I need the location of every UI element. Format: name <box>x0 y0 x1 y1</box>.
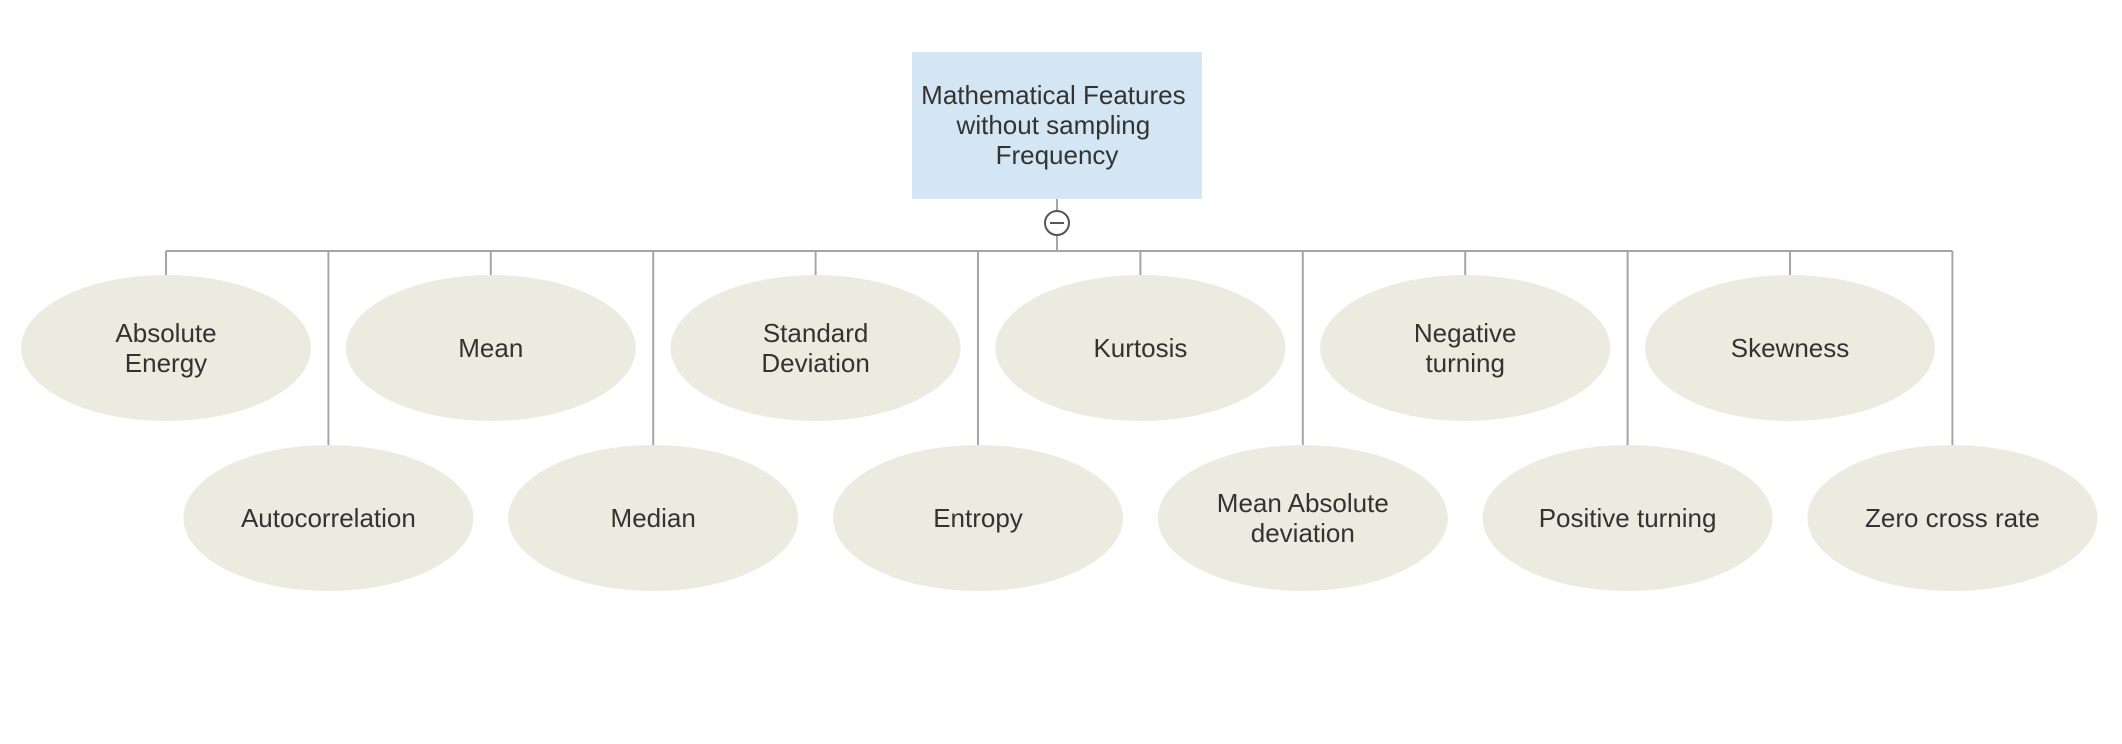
feature-node-label-line: Standard <box>763 318 869 348</box>
feature-node[interactable]: Kurtosis <box>995 275 1286 421</box>
feature-node-label-line: Skewness <box>1731 333 1850 363</box>
feature-node-label-line: Zero cross rate <box>1865 503 2040 533</box>
feature-node-label-line: Autocorrelation <box>241 503 416 533</box>
feature-node-shape <box>1482 445 1773 591</box>
root-label-line-2: without sampling <box>956 110 1151 140</box>
feature-node-label-line: Mean <box>458 333 523 363</box>
feature-node-label: Zero cross rate <box>1865 503 2040 533</box>
feature-node-shape <box>670 275 961 421</box>
feature-node-label: Mean <box>458 333 523 363</box>
feature-node-label: Positive turning <box>1539 503 1717 533</box>
root-label-line-3: Frequency <box>996 140 1119 170</box>
connector-lines <box>165 199 1954 445</box>
feature-node-label: Skewness <box>1731 333 1850 363</box>
feature-node-shape <box>1157 445 1448 591</box>
root-box <box>912 52 1202 199</box>
feature-node-shape <box>833 445 1123 591</box>
feature-node-label-line: Deviation <box>761 348 869 378</box>
feature-node-label: Autocorrelation <box>241 503 416 533</box>
feature-node[interactable]: Entropy <box>833 445 1123 591</box>
feature-node-shape <box>1320 275 1611 421</box>
root-node[interactable]: Mathematical Features without sampling F… <box>912 52 1202 199</box>
feature-node-label-line: Median <box>611 503 696 533</box>
feature-node[interactable]: Skewness <box>1645 275 1935 421</box>
feature-node-label: Entropy <box>933 503 1023 533</box>
feature-node-shape <box>1645 275 1935 421</box>
feature-node-shape <box>183 445 474 591</box>
feature-node-label-line: deviation <box>1251 518 1355 548</box>
root-label-line-1: Mathematical Features <box>921 80 1185 110</box>
feature-node[interactable]: Zero cross rate <box>1807 445 2098 591</box>
feature-node-label-line: Absolute <box>115 318 216 348</box>
feature-node-label: Kurtosis <box>1093 333 1187 363</box>
feature-node-shape <box>345 275 636 421</box>
feature-node-label-line: Energy <box>125 348 207 378</box>
feature-node[interactable]: Mean <box>345 275 636 421</box>
feature-node-label-line: Mean Absolute <box>1217 488 1389 518</box>
feature-node-label-line: Positive turning <box>1539 503 1717 533</box>
feature-node-shape <box>21 275 311 421</box>
feature-node-label-line: Entropy <box>933 503 1023 533</box>
feature-node-shape <box>995 275 1286 421</box>
feature-node-shape <box>1807 445 2098 591</box>
collapse-toggle[interactable] <box>1044 210 1070 236</box>
feature-node[interactable]: Autocorrelation <box>183 445 474 591</box>
root-label: Mathematical Features without sampling F… <box>921 80 1193 170</box>
feature-node-label-line: Kurtosis <box>1093 333 1187 363</box>
feature-node-label: Median <box>611 503 696 533</box>
feature-node-label-line: Negative <box>1414 318 1517 348</box>
feature-node[interactable]: Positive turning <box>1482 445 1773 591</box>
feature-node[interactable]: Median <box>508 445 799 591</box>
feature-node-label-line: turning <box>1425 348 1505 378</box>
feature-node-shape <box>508 445 799 591</box>
